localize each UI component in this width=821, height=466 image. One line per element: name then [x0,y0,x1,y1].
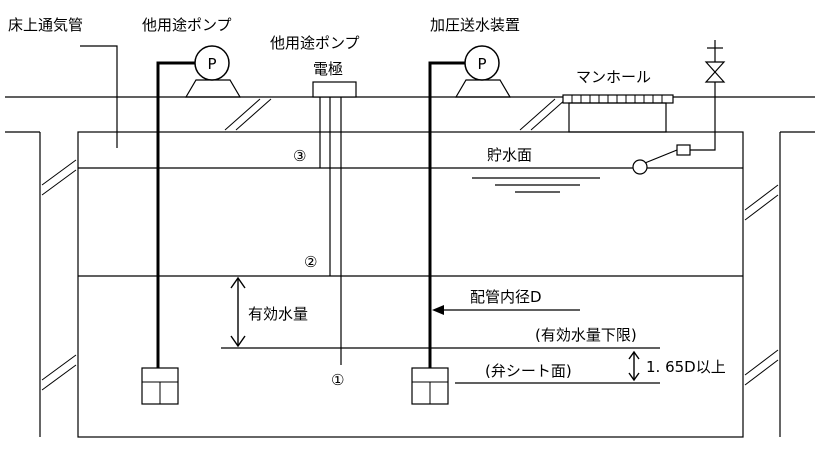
valve-seat-surface-label: (弁シート面) [485,362,572,380]
effective-volume-arrow-top [230,276,246,289]
pump-left-base [184,79,242,98]
manhole-cover-grid [571,95,663,103]
foot-valve-left [141,367,179,405]
float-ball-icon [632,159,648,175]
floor-vent-pipe [80,45,118,148]
makeup-water-pipe [690,82,716,151]
float-arm [639,149,678,166]
tank-outline [77,131,744,438]
effective-volume-arrow-bottom [230,335,246,348]
foot-valve-main [411,367,449,405]
effective-volume-lower-limit-label: (有効水量下限) [535,326,637,344]
electrode-label-line2: 電極 [313,60,343,78]
floor-vent-pipe-label: 床上通気管 [8,16,83,34]
ball-tap-valve [676,144,691,156]
pump-left-p: P [207,55,216,73]
other-pump-left-label: 他用途ポンプ [142,16,232,34]
pipe-diameter-arrowhead [432,305,444,315]
manhole-label: マンホール [576,68,651,86]
manhole-cover [562,94,674,104]
pump-left-suction-pipe [156,61,195,368]
pipe-inner-diameter-label: 配管内径D [470,288,542,306]
gate-valve-icon [704,40,726,83]
manhole-neck [568,102,667,133]
electrode-marker-3: ③ [293,147,306,165]
electrode-marker-2: ② [304,253,317,271]
hatch-marks [41,98,779,391]
clearance-arrow-bottom [628,372,640,382]
pressure-feed-device-label: 加圧送水装置 [430,16,520,34]
electrode-label-line1: 他用途ポンプ [270,34,360,52]
effective-water-volume-label: 有効水量 [248,305,308,323]
storage-surface-label: 貯水面 [487,146,532,164]
pump-main-p: P [477,55,486,73]
electrode-holder [312,81,357,98]
clearance-arrow-top [628,350,640,360]
pump-main-suction-pipe [428,61,465,368]
pump-main-base [454,79,512,98]
clearance-rule-label: 1. 65D以上 [646,358,726,376]
electrode-marker-1: ① [331,371,344,389]
